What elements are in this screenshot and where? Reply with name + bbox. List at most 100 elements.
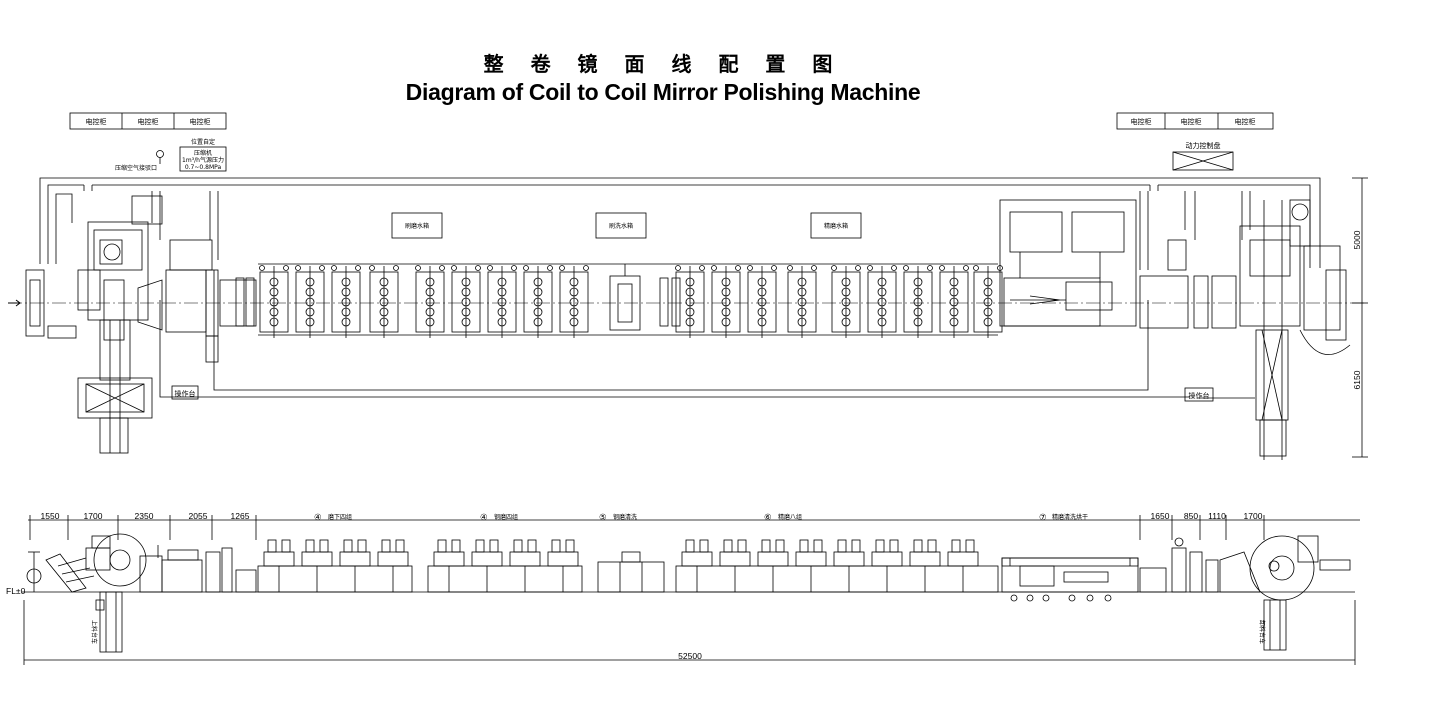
plan-grinding-head-8 (523, 265, 553, 338)
air-note-line-3: 0.7~0.8MPa (185, 164, 222, 171)
elevation-grinding-unit-9 (681, 539, 713, 592)
elevation-grinding-unit-15 (909, 539, 941, 592)
plan-brush-unit (609, 264, 641, 331)
side-dimension-2: 6150 (1352, 370, 1362, 389)
section-label-1: ④ 磨下四组 (314, 512, 352, 522)
section-label-3: ⑤ 钢磨清洗 (599, 512, 637, 522)
cabinet-label-left-2: 电控柜 (138, 117, 159, 126)
dim-left-3: 2350 (135, 511, 154, 521)
plan-feeder (137, 239, 257, 363)
plan-grinding-head-9 (559, 265, 589, 338)
plan-grinding-head-2 (295, 265, 325, 338)
plan-grinding-head-12 (747, 265, 777, 338)
elevation-grinding-unit-8 (547, 539, 579, 592)
dim-left-2: 1700 (84, 511, 103, 521)
dim-left-1: 1550 (41, 511, 60, 521)
operation-desk-right: 操作台 (1189, 391, 1210, 400)
elevation-grinding-unit-12 (795, 539, 827, 592)
plan-grinding-head-11 (711, 265, 741, 338)
elevation-uncoiler (26, 533, 257, 653)
cabinet-label-left-1: 电控柜 (86, 117, 107, 126)
dim-right-1: 1650 (1151, 511, 1170, 521)
elevation-grinding-unit-4 (377, 539, 409, 592)
title-english: Diagram of Coil to Coil Mirror Polishing… (405, 79, 921, 105)
plan-grinding-head-4 (369, 265, 399, 338)
elevation-grinding-unit-16 (947, 539, 979, 592)
plan-grinding-head-14 (831, 265, 861, 338)
section-label-5: ⑦ 精磨清洗烘干 (1039, 512, 1088, 522)
section-label-4: ⑥ 精磨八组 (764, 512, 802, 522)
plan-grinding-head-17 (939, 265, 969, 338)
plan-grinding-head-10 (675, 265, 705, 338)
section-number-4: ⑥ (764, 512, 772, 522)
cabinet-label-right-1: 电控柜 (1131, 117, 1152, 126)
elevation-grinding-unit-14 (871, 539, 903, 592)
car-label-left: 上料台车 (90, 620, 98, 644)
plan-grinding-head-18 (973, 265, 1003, 338)
air-note-title: 位置自定 (191, 138, 215, 146)
water-tank-2 (595, 212, 647, 239)
section-number-2: ④ (480, 512, 488, 522)
elevation-grinding-unit-13 (833, 539, 865, 592)
plan-grinding-head-5 (415, 265, 445, 338)
cabinet-label-left-3: 电控柜 (190, 117, 211, 126)
section-number-1: ④ (314, 512, 322, 522)
water-tank-label-3: 精磨水箱 (824, 222, 848, 230)
dim-left-5: 1265 (231, 511, 250, 521)
plan-uncoiler (25, 195, 163, 454)
section-name-3: 钢磨清洗 (613, 513, 637, 521)
air-interface-icon (156, 150, 164, 158)
elevation-dimensions (23, 515, 1360, 665)
dim-right-2: 850 (1184, 511, 1198, 521)
elevation-grinding-unit-6 (471, 539, 503, 592)
plan-grinding-head-3 (331, 265, 361, 338)
power-panel-label: 动力控制盘 (1186, 141, 1221, 150)
section-label-2: ④ 钢磨四组 (480, 512, 518, 522)
plan-grinding-head-16 (903, 265, 933, 338)
elevation-recoiler (1171, 535, 1351, 651)
air-note-line-2: 1m³/h气源压力 (182, 156, 224, 164)
dim-right-3: 1110 (1208, 511, 1226, 521)
water-tank-label-1: 刷磨水箱 (405, 222, 429, 230)
floor-level-label: FL±0 (6, 586, 26, 596)
section-name-5: 精磨清洗烘干 (1052, 513, 1088, 521)
water-tank-1 (391, 212, 443, 239)
plan-grinding-heads (235, 263, 1003, 338)
dim-right-4: 1700 (1244, 511, 1263, 521)
dim-left-4: 2055 (189, 511, 208, 521)
cabinet-group-right (1116, 112, 1274, 130)
plan-grinding-head-6 (451, 265, 481, 338)
total-length-label: 52500 (678, 651, 702, 661)
plan-grinding-head-15 (867, 265, 897, 338)
power-panel (1172, 151, 1234, 171)
car-label-right: 卸料台车 (1258, 620, 1266, 644)
plan-grinding-head-1 (259, 265, 289, 338)
water-tank-3 (810, 212, 862, 239)
cabinet-group-left (69, 112, 227, 130)
side-dimension-1: 5000 (1352, 230, 1362, 249)
section-name-2: 钢磨四组 (494, 513, 518, 521)
title-chinese: 整 卷 镜 面 线 配 置 图 (483, 52, 843, 76)
plan-grinding-head-7 (487, 265, 517, 338)
air-note-line-1: 压缩机 (194, 149, 212, 157)
air-note-box (179, 146, 227, 172)
section-name-1: 磨下四组 (328, 513, 352, 521)
title-block: 整 卷 镜 面 线 配 置 图 Diagram of Coil to Coil … (0, 50, 1326, 106)
elevation-grinding-unit-5 (433, 539, 465, 592)
plan-frame (39, 177, 1368, 458)
elevation-wash-dry (1001, 557, 1167, 602)
cabinet-label-right-3: 电控柜 (1235, 117, 1256, 126)
elevation-brush (597, 551, 665, 593)
section-name-4: 精磨八组 (778, 513, 802, 521)
water-tank-label-2: 刷洗水箱 (609, 222, 633, 230)
elevation-grinding-unit-7 (509, 539, 541, 592)
cabinet-label-right-2: 电控柜 (1181, 117, 1202, 126)
plan-grinding-head-13 (787, 265, 817, 338)
elevation-grinding-unit-3 (339, 539, 371, 592)
plan-recoiler (1139, 199, 1351, 460)
elevation-grinding-unit-10 (719, 539, 751, 592)
plan-wash-dry (999, 199, 1137, 327)
elevation-grinding-unit-11 (757, 539, 789, 592)
section-number-5: ⑦ (1039, 512, 1047, 522)
